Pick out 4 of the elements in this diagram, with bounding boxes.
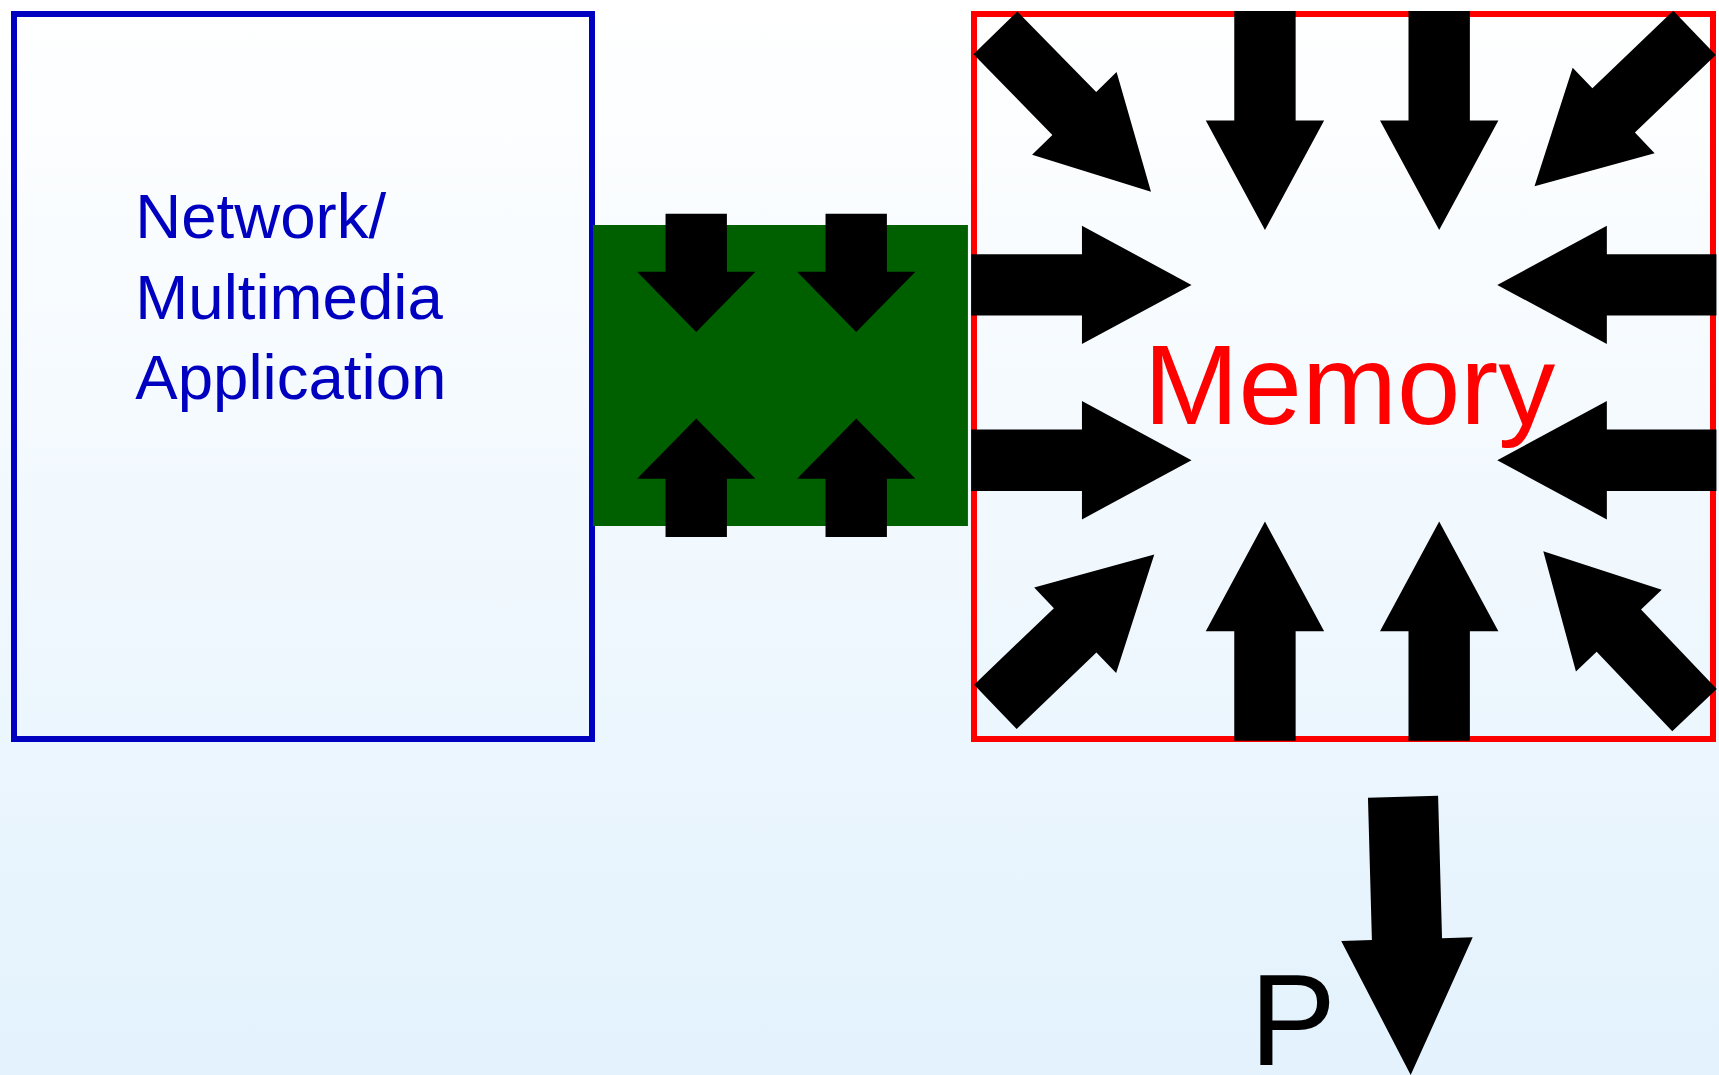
processor-label: P xyxy=(1249,955,1337,1075)
node-label: Network/ Multimedia Application xyxy=(135,178,448,415)
memory-label: Memory xyxy=(1142,319,1557,450)
application-box xyxy=(10,10,596,743)
